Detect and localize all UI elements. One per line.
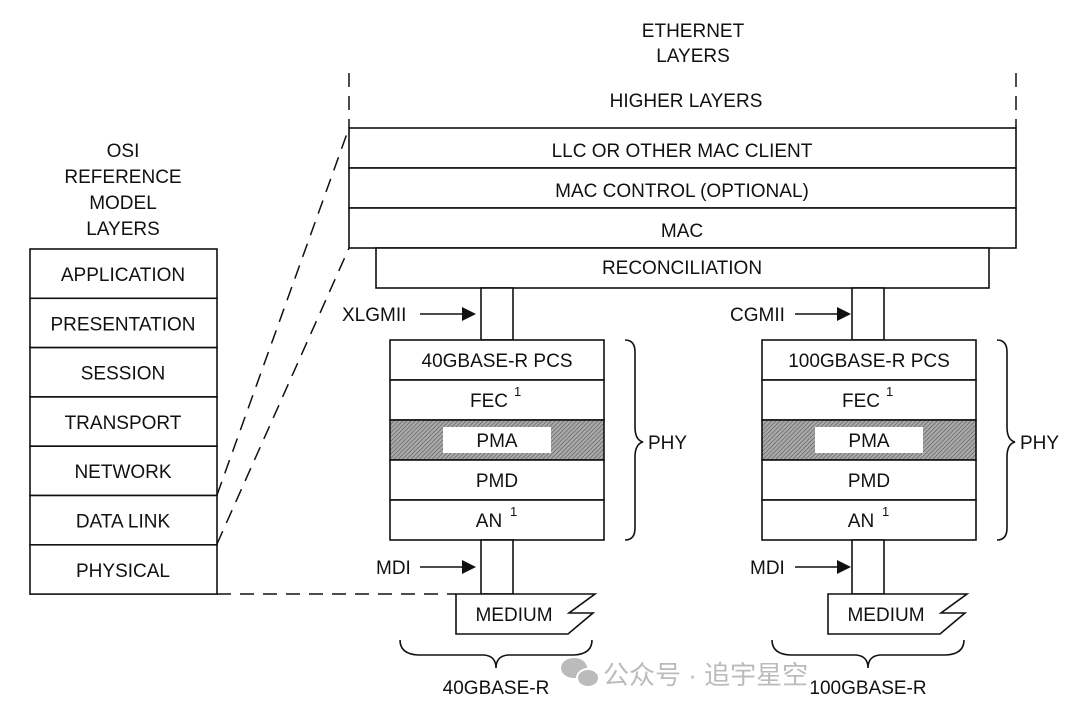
osi-layer-label: DATA LINK bbox=[76, 512, 171, 533]
an-sublayer bbox=[389, 499, 605, 541]
mdi-pipe bbox=[480, 539, 514, 595]
phy-label: PHY bbox=[1020, 433, 1059, 454]
osi-layer-stack: APPLICATION PRESENTATION SESSION TRANSPORT N… bbox=[29, 248, 218, 595]
pma-label: PMA bbox=[476, 431, 518, 452]
medium-shape bbox=[827, 593, 970, 635]
osi-layer-box bbox=[29, 494, 218, 546]
pmd-label: PMD bbox=[848, 471, 890, 492]
wechat-icon bbox=[561, 658, 600, 688]
osi-title-line: OSI bbox=[107, 141, 140, 162]
fec-label: FEC bbox=[842, 391, 880, 412]
interface-pipe bbox=[851, 287, 885, 341]
phy-group-brace bbox=[399, 639, 593, 669]
footnote-marker: 1 bbox=[514, 384, 521, 399]
llc-label: LLC OR OTHER MAC CLIENT bbox=[552, 141, 813, 162]
footnote-marker: 1 bbox=[510, 504, 517, 519]
an-label: AN bbox=[476, 511, 502, 532]
medium-shape bbox=[455, 593, 598, 635]
osi-layer-label: SESSION bbox=[81, 364, 165, 385]
osi-layer-box bbox=[29, 346, 218, 398]
an-label: AN bbox=[848, 511, 874, 532]
pmd-sublayer bbox=[761, 459, 977, 501]
osi-layer-label: PRESENTATION bbox=[51, 314, 196, 335]
pcs-sublayer bbox=[389, 339, 605, 381]
fec-label: FEC bbox=[470, 391, 508, 412]
osi-layer-box bbox=[29, 248, 218, 300]
pma-label-background bbox=[815, 427, 923, 453]
mdi-label: MDI bbox=[376, 558, 411, 579]
osi-layer-label: TRANSPORT bbox=[65, 413, 182, 434]
ethernet-mac-stack: LLC OR OTHER MAC CLIENT MAC CONTROL (OPT… bbox=[348, 127, 1017, 289]
llc-layer bbox=[348, 127, 1017, 169]
phy-type-label: 100GBASE-R bbox=[809, 678, 926, 699]
pma-label-background bbox=[443, 427, 551, 453]
pcs-label: 40GBASE-R PCS bbox=[422, 351, 573, 372]
fec-sublayer bbox=[389, 379, 605, 421]
medium-label: MEDIUM bbox=[847, 605, 924, 626]
mapping-line bbox=[216, 127, 350, 496]
osi-layer-box bbox=[29, 543, 218, 595]
mdi-pipe bbox=[851, 539, 885, 595]
mac-control-label: MAC CONTROL (OPTIONAL) bbox=[555, 181, 809, 202]
pma-label: PMA bbox=[848, 431, 890, 452]
mdi-label: MDI bbox=[750, 558, 785, 579]
interface-label: XLGMII bbox=[342, 305, 406, 326]
higher-layers-label: HIGHER LAYERS bbox=[610, 91, 763, 112]
footnote-marker: 1 bbox=[886, 384, 893, 399]
pcs-sublayer bbox=[761, 339, 977, 381]
mac-control-layer bbox=[348, 167, 1017, 209]
interface-pipe bbox=[480, 287, 514, 341]
osi-title-line: REFERENCE bbox=[64, 167, 181, 188]
osi-title-line: MODEL bbox=[89, 193, 157, 214]
pmd-sublayer bbox=[389, 459, 605, 501]
fec-sublayer bbox=[761, 379, 977, 421]
an-sublayer bbox=[761, 499, 977, 541]
osi-title-line: LAYERS bbox=[86, 219, 160, 240]
interface-label: CGMII bbox=[730, 305, 785, 326]
pcs-label: 100GBASE-R PCS bbox=[788, 351, 950, 372]
arrow-right-icon bbox=[837, 560, 851, 574]
reconciliation-layer bbox=[375, 247, 990, 289]
medium-label: MEDIUM bbox=[475, 605, 552, 626]
osi-layer-label: APPLICATION bbox=[61, 265, 185, 286]
phy-brace bbox=[996, 339, 1016, 541]
arrow-right-icon bbox=[462, 560, 476, 574]
reconciliation-label: RECONCILIATION bbox=[602, 258, 762, 279]
watermark-text: 公众号 · 追宇星空 bbox=[603, 660, 808, 690]
mac-label: MAC bbox=[661, 221, 703, 242]
osi-layer-label: NETWORK bbox=[74, 462, 171, 483]
osi-layer-box bbox=[29, 297, 218, 349]
mapping-line bbox=[216, 247, 350, 545]
ethernet-title-line: LAYERS bbox=[656, 46, 730, 67]
phy-brace bbox=[624, 339, 644, 541]
osi-layer-label: PHYSICAL bbox=[76, 561, 170, 582]
pmd-label: PMD bbox=[476, 471, 518, 492]
arrow-right-icon bbox=[462, 307, 476, 321]
osi-layer-box bbox=[29, 396, 218, 447]
watermark: 公众号 · 追宇星空 bbox=[561, 658, 808, 690]
ethernet-title-line: ETHERNET bbox=[642, 21, 745, 42]
osi-title: OSI REFERENCE MODEL LAYERS bbox=[64, 141, 181, 240]
phy-group-brace bbox=[771, 639, 965, 669]
footnote-marker: 1 bbox=[882, 504, 889, 519]
phy-type-label: 40GBASE-R bbox=[443, 678, 550, 699]
arrow-right-icon bbox=[837, 307, 851, 321]
phy-label: PHY bbox=[648, 433, 687, 454]
